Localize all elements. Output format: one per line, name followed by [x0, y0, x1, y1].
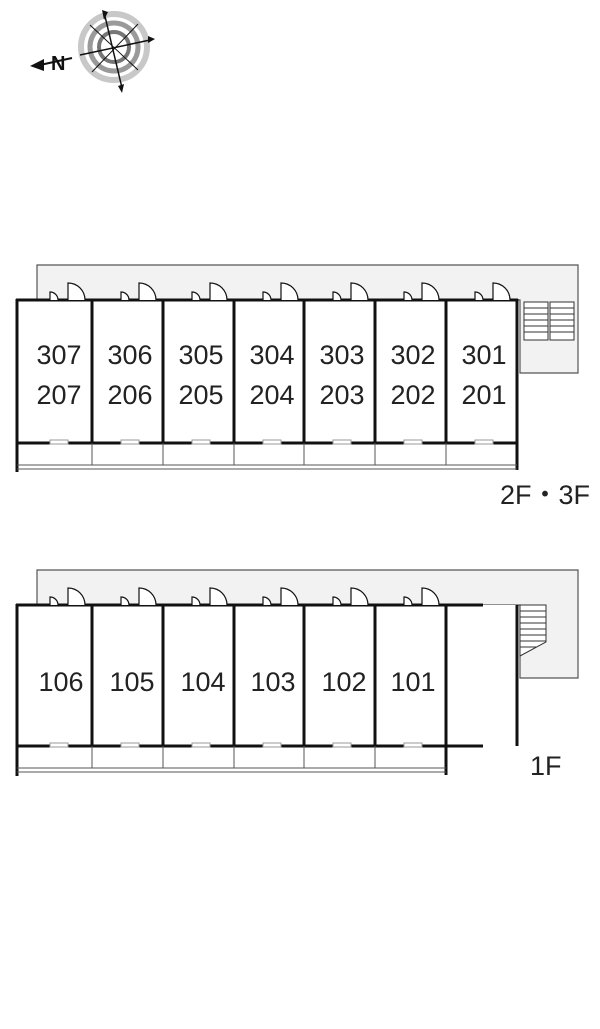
unit-label-104: 104: [180, 667, 225, 697]
unit-label-303: 303: [319, 340, 364, 370]
unit-label-203: 203: [319, 380, 364, 410]
unit-label-204: 204: [249, 380, 294, 410]
floor-label-ground: 1F: [530, 751, 562, 781]
unit-label-302: 302: [390, 340, 435, 370]
unit-label-301: 301: [461, 340, 506, 370]
entrance-doors: [49, 587, 440, 606]
upper-floor-plan: 307 207 306 206 305 205 304 204 303 203 …: [15, 264, 590, 510]
compass-rose-icon: N: [30, 10, 155, 93]
entrance-doors: [49, 282, 511, 301]
unit-label-305: 305: [178, 340, 223, 370]
unit-label-306: 306: [107, 340, 152, 370]
staircase: [523, 301, 575, 341]
unit-label-207: 207: [36, 380, 81, 410]
unit-label-206: 206: [107, 380, 152, 410]
north-arrow-icon: [30, 59, 44, 71]
unit-label-205: 205: [178, 380, 223, 410]
unit-label-105: 105: [109, 667, 154, 697]
unit-label-202: 202: [390, 380, 435, 410]
unit-label-201: 201: [461, 380, 506, 410]
floor-label-upper: 2F・3F: [500, 480, 590, 510]
unit-label-103: 103: [250, 667, 295, 697]
north-label: N: [51, 53, 65, 75]
unit-label-102: 102: [321, 667, 366, 697]
staircase: [519, 604, 547, 657]
unit-label-307: 307: [36, 340, 81, 370]
unit-label-304: 304: [249, 340, 294, 370]
ground-floor-plan: 106 105 104 103 102 101 1F: [15, 569, 579, 781]
unit-label-106: 106: [38, 667, 83, 697]
unit-label-101: 101: [390, 667, 435, 697]
